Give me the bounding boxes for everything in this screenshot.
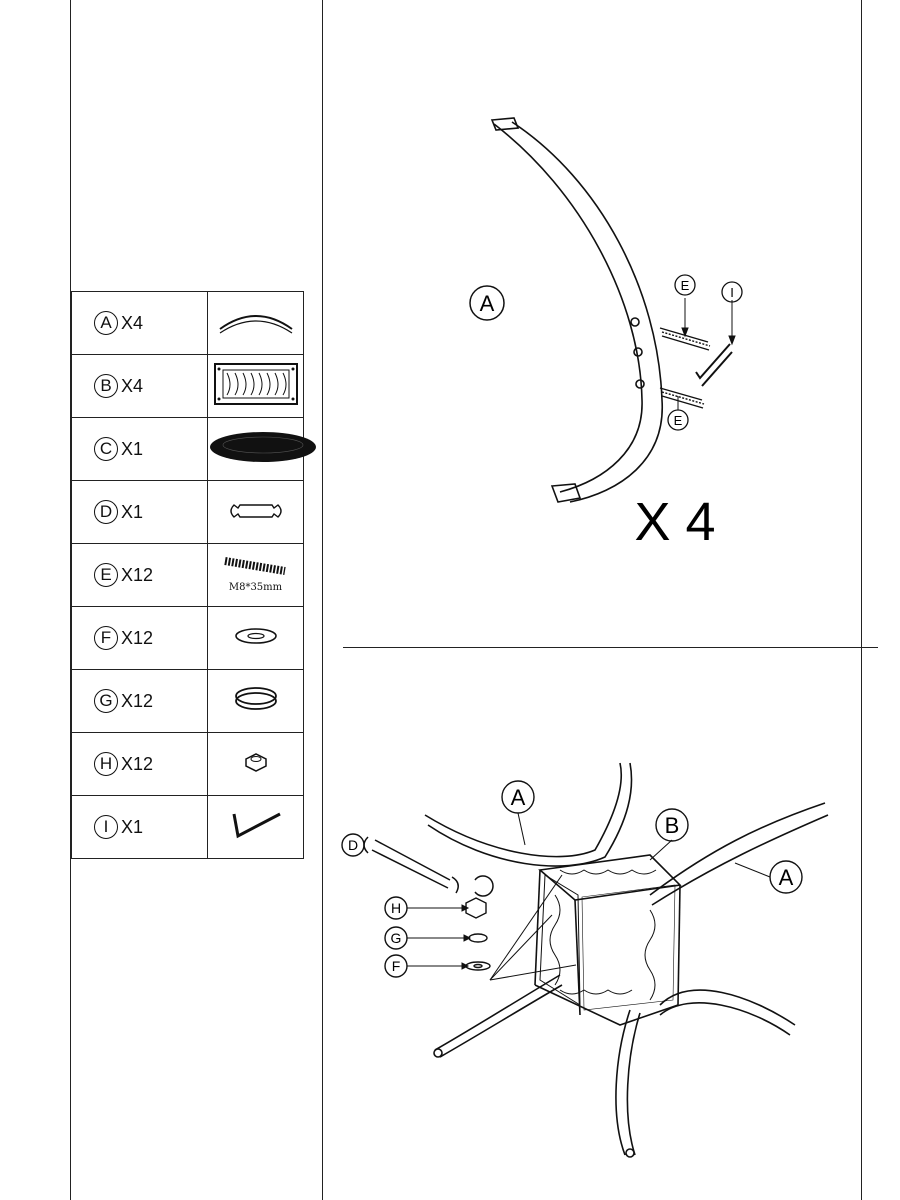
callout-i-label: I — [730, 285, 734, 300]
part-quantity: X1 — [121, 438, 144, 459]
callout-e-bottom-label: E — [674, 413, 683, 428]
part-quantity: X12 — [121, 753, 154, 774]
part-icon-cell — [207, 291, 304, 355]
step1-leg-diagram: A E I E X 4 — [469, 117, 743, 552]
callout-f-label: F — [392, 958, 401, 974]
callout-h-label: H — [391, 900, 401, 916]
spring-washer-icon — [231, 686, 281, 718]
wrench-d-drawing — [363, 836, 494, 897]
part-quantity: X4 — [121, 375, 144, 396]
part-letter: F — [94, 626, 118, 650]
flat-washer-icon — [233, 627, 279, 651]
left-page-border — [70, 0, 71, 1200]
callout-a — [469, 285, 505, 321]
callout-e-top-label: E — [681, 278, 690, 293]
part-letter: D — [94, 500, 118, 524]
step2-assembly-diagram: A B A D H G F — [341, 762, 829, 1158]
callout-a-left-label: A — [511, 785, 526, 810]
allen-key-i — [695, 343, 733, 387]
callout-a-label: A — [480, 291, 495, 316]
part-letter: B — [94, 374, 118, 398]
decorative-panel-icon — [213, 362, 299, 411]
legs-a-drawing — [424, 762, 829, 1158]
column-divider — [322, 0, 323, 1200]
part-letter: I — [94, 815, 118, 839]
part-quantity: X1 — [121, 501, 144, 522]
hex-nut-icon — [241, 752, 271, 778]
step-divider — [343, 647, 878, 648]
part-spec: M8*35mm — [228, 582, 283, 593]
callout-d-label: D — [348, 837, 358, 853]
part-quantity: X4 — [121, 312, 144, 333]
threaded-bolt-upper — [659, 327, 711, 351]
part-quantity: X12 — [121, 564, 154, 585]
part-icon-cell — [207, 417, 316, 481]
callout-arrows — [677, 298, 736, 410]
part-quantity: X12 — [121, 690, 154, 711]
part-icon-cell — [207, 669, 304, 733]
part-icon-cell: M8*35mm — [207, 543, 304, 607]
callout-g-label: G — [391, 930, 402, 946]
threaded-bolt-icon — [221, 557, 291, 583]
multiplier-text: X 4 — [634, 492, 715, 552]
part-icon-cell — [207, 480, 304, 544]
part-letter: G — [94, 689, 118, 713]
leader-lines — [407, 812, 771, 981]
allen-key-icon — [226, 812, 286, 846]
part-letter: C — [94, 437, 118, 461]
hardware-stack — [465, 897, 491, 971]
part-icon-cell — [207, 795, 304, 859]
leg-a-drawing — [490, 117, 663, 503]
part-letter: E — [94, 563, 118, 587]
wrench-icon — [226, 503, 286, 527]
part-icon-cell — [207, 354, 304, 418]
part-letter: A — [94, 311, 118, 335]
frame-b-drawing — [534, 854, 682, 1026]
part-quantity: X1 — [121, 816, 144, 837]
part-quantity: X12 — [121, 627, 154, 648]
part-letter: H — [94, 752, 118, 776]
arc-leg-icon — [216, 314, 296, 339]
right-page-border — [861, 0, 862, 1200]
oval-tabletop-icon — [208, 431, 318, 468]
part-icon-cell — [207, 732, 304, 796]
callout-b-label: B — [665, 813, 680, 838]
threaded-bolt-lower — [659, 387, 705, 409]
part-icon-cell — [207, 606, 304, 670]
callout-a-right-label: A — [779, 865, 794, 890]
